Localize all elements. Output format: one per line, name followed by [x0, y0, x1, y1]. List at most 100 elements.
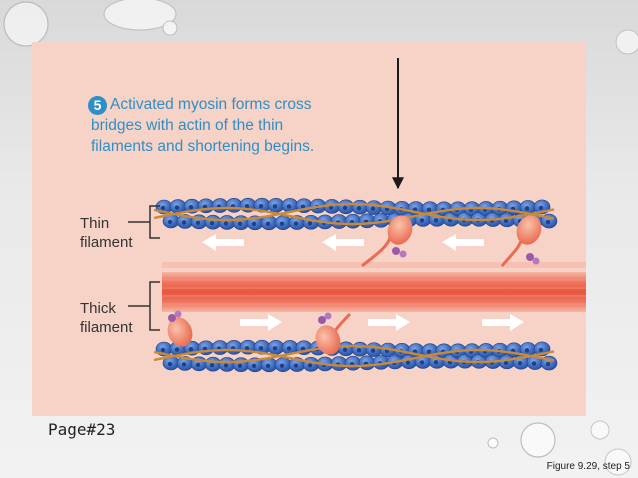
left-arrow: [322, 234, 364, 251]
actin-bead-dot: [300, 204, 306, 209]
actin-bead-dot: [307, 363, 313, 368]
actin-bead-dot: [419, 360, 425, 365]
atp-molecule: [526, 253, 534, 261]
myosin-cross-bridge-upper-1: [361, 215, 413, 268]
actin-bead-dot: [272, 346, 278, 351]
actin-bead-dot: [195, 362, 201, 368]
actin-bead-dot: [342, 205, 348, 211]
actin-bead-dot: [419, 218, 425, 223]
thick-filament-label: Thick filament: [80, 299, 133, 337]
actin-bead-dot: [160, 205, 166, 211]
bubble-decoration: [3, 1, 49, 47]
actin-bead-dot: [167, 361, 173, 367]
page-number: Page#23: [48, 420, 116, 439]
actin-bead-dot: [370, 206, 376, 211]
actin-bead-dot: [181, 220, 187, 225]
actin-bead-dot: [188, 346, 194, 352]
left-arrow: [442, 234, 484, 251]
actin-bead-dot: [223, 221, 229, 226]
thick-filament-striations: [162, 279, 586, 305]
thin-label-line-2: filament: [80, 234, 133, 251]
atp-molecule: [392, 247, 400, 255]
sliding-filament-diagram: [128, 58, 586, 373]
actin-bead-dot: [545, 361, 551, 367]
actin-bead-dot: [531, 361, 537, 366]
thick-label-line-1: Thick: [80, 300, 116, 317]
actin-bead-dot: [503, 218, 509, 224]
thick-filament-bracket: [149, 281, 160, 331]
figure-reference: Figure 9.29, step 5: [546, 461, 630, 472]
actin-bead-dot: [237, 363, 243, 368]
bubble-decoration: [590, 420, 610, 440]
actin-bead-dot: [237, 221, 243, 226]
tropomyosin-strand: [153, 202, 555, 222]
atp-molecule: [174, 310, 182, 318]
actin-bead-dot: [223, 363, 229, 368]
tropomyosin-strand: [153, 206, 555, 226]
actin-bead-dot: [356, 206, 362, 211]
actin-bead-dot: [167, 219, 173, 225]
atp-molecule: [168, 314, 176, 322]
actin-bead-dot: [188, 204, 194, 210]
actin-bead-dot: [503, 360, 509, 366]
actin-bead-dot: [174, 205, 180, 210]
bubble-decoration: [162, 20, 178, 36]
actin-bead-dot: [426, 207, 432, 212]
actin-bead-dot: [524, 348, 530, 353]
actin-bead-dot: [279, 221, 285, 226]
bubble-decoration: [487, 437, 499, 449]
actin-bead-dot: [405, 360, 411, 365]
actin-bead-dot: [209, 220, 215, 226]
myosin-cross-bridge-upper-2: [500, 215, 542, 267]
actin-bead-dot: [174, 347, 180, 352]
caption-line-3: filaments and shortening begins.: [91, 138, 315, 155]
actin-bead-dot: [293, 221, 299, 226]
actin-bead-dot: [293, 363, 299, 368]
actin-bead-dot: [279, 363, 285, 368]
bubble-decoration: [604, 448, 632, 476]
actin-bead-dot: [251, 363, 257, 368]
actin-bead-dot: [433, 360, 439, 365]
sliding-arrows-top: [202, 234, 484, 251]
thick-filament-band: [162, 272, 586, 312]
right-arrow: [368, 314, 410, 331]
actin-bead-dot: [300, 346, 306, 351]
tropomyosin-strand: [153, 348, 555, 368]
actin-bead-dot: [258, 346, 264, 351]
actin-bead-dot: [538, 205, 544, 211]
actin-bead-dot: [545, 219, 551, 225]
actin-bead-dot: [265, 221, 271, 226]
thick-filament-edge: [162, 262, 586, 268]
thin-filament-top: [153, 197, 558, 231]
actin-bead-dot: [426, 349, 432, 354]
actin-bead-dot: [272, 204, 278, 209]
actin-bead-dot: [181, 362, 187, 367]
atp-molecule: [532, 257, 540, 265]
thin-filament-label: Thin filament: [80, 214, 133, 252]
bubble-decoration: [520, 422, 556, 458]
actin-bead-dot: [517, 361, 523, 366]
actin-bead-dot: [244, 346, 250, 351]
caption-line-2: bridges with actin of the thin: [91, 117, 284, 134]
actin-bead-dot: [265, 363, 271, 368]
actin-bead-dot: [538, 347, 544, 353]
actin-bead-dot: [195, 220, 201, 226]
right-arrow: [240, 314, 282, 331]
atp-molecule: [324, 312, 332, 320]
actin-bead-dot: [307, 221, 313, 226]
thick-label-line-2: filament: [80, 319, 133, 336]
atp-molecule: [399, 250, 407, 258]
actin-bead-dot: [209, 362, 215, 368]
actin-bead-dot: [286, 346, 292, 351]
actin-bead-dot: [356, 348, 362, 353]
bubble-decoration: [615, 29, 638, 55]
caption-line-1: Activated myosin forms cross: [110, 96, 312, 113]
actin-bead-dot: [258, 204, 264, 209]
bubble-decoration: [103, 0, 177, 31]
actin-bead-dot: [524, 206, 530, 211]
myosin-cross-bridge-lower-1: [167, 310, 193, 347]
left-arrow: [202, 234, 244, 251]
